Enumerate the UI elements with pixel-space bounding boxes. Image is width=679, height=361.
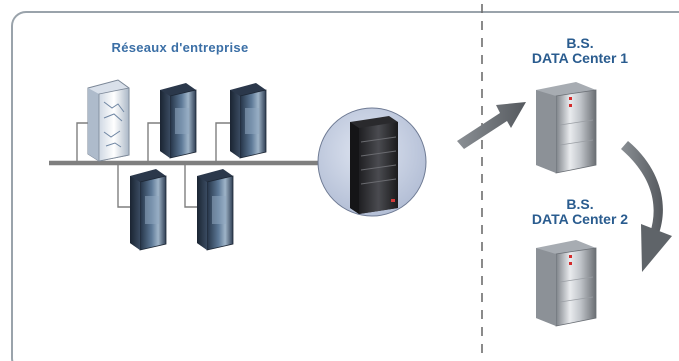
- datacenter-server-icon: [536, 82, 597, 174]
- blue-server-tower-icon: [230, 83, 267, 159]
- datacenter-2-label-line1: B.S.: [566, 196, 594, 212]
- blue-server-tower-icon: [130, 169, 167, 251]
- datacenter-server-icon: [536, 240, 597, 327]
- blue-server-tower-icon: [160, 83, 197, 159]
- datacenter-2-label: B.S. DATA Center 2: [500, 197, 660, 227]
- enterprise-network-label: Réseaux d'entreprise: [111, 40, 249, 55]
- datacenter-2-label-line2: DATA Center 2: [531, 211, 629, 227]
- arrow-right-icon: [457, 102, 526, 149]
- white-server-tower-icon: [87, 79, 130, 162]
- gateway-server-icon: [317, 107, 427, 217]
- diagram-frame: [11, 11, 679, 361]
- blue-server-tower-icon: [197, 169, 234, 251]
- datacenter-1-label-line1: B.S.: [566, 35, 594, 51]
- datacenter-1-label: B.S. DATA Center 1: [500, 36, 660, 66]
- datacenter-1-label-line2: DATA Center 1: [531, 50, 629, 66]
- curved-arrow-down-icon: [621, 141, 672, 272]
